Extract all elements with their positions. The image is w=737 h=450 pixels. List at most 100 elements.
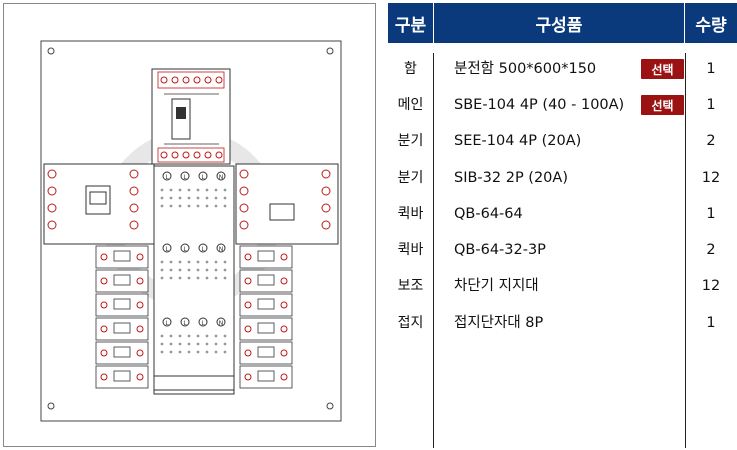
bus-hole — [160, 350, 164, 354]
bus-terminal — [216, 243, 226, 253]
bus-label: L — [165, 246, 169, 253]
bus-hole — [178, 204, 182, 208]
bus-hole — [214, 204, 218, 208]
side-terminal — [239, 169, 249, 179]
bus-hole — [214, 196, 218, 200]
bus-hole — [187, 196, 191, 200]
row-item: SBE-104 4P (40 - 100A) — [454, 97, 625, 113]
side-terminal — [129, 203, 139, 213]
bus-hole — [169, 334, 173, 338]
branch-terminal — [280, 349, 288, 357]
bus-hole — [187, 260, 191, 264]
row-category: 접지 — [397, 315, 424, 331]
header-component: 구성품 — [434, 3, 684, 43]
row-category: 퀵바 — [397, 242, 424, 258]
bus-hole — [169, 268, 173, 272]
bus-terminal — [216, 171, 226, 181]
row-category: 분기 — [397, 170, 424, 186]
branch-terminal — [100, 277, 108, 285]
breaker-toggle — [113, 346, 131, 358]
bus-hole — [160, 260, 164, 264]
header-quantity: 수량 — [685, 3, 737, 43]
bus-hole — [223, 188, 227, 192]
bus-hole — [214, 276, 218, 280]
branch-terminal — [100, 301, 108, 309]
bus-hole — [223, 342, 227, 346]
bus-hole — [205, 350, 209, 354]
bus-hole — [205, 276, 209, 280]
bus-hole — [196, 268, 200, 272]
branch-terminal — [100, 373, 108, 381]
bus-label: L — [165, 174, 169, 181]
branch-terminal — [244, 349, 252, 357]
side-terminal — [321, 186, 331, 196]
side-terminal — [129, 220, 139, 230]
branch-terminal — [136, 301, 144, 309]
row-category: 분기 — [397, 133, 424, 149]
bus-label: L — [183, 320, 187, 327]
bus-terminal — [162, 243, 172, 253]
bus-hole — [160, 334, 164, 338]
column-divider — [433, 53, 434, 448]
bus-hole — [160, 188, 164, 192]
row-category: 메인 — [397, 97, 424, 113]
bus-hole — [214, 350, 218, 354]
bus-hole — [169, 350, 173, 354]
row-quantity: 12 — [701, 170, 721, 186]
bus-hole — [196, 260, 200, 264]
bus-hole — [205, 188, 209, 192]
bus-hole — [160, 268, 164, 272]
bus-terminal — [162, 317, 172, 327]
table-row: 퀵바 QB-64-32-3P 2 — [388, 232, 737, 268]
bus-hole — [187, 276, 191, 280]
bus-terminal — [198, 243, 208, 253]
bus-hole — [160, 204, 164, 208]
branch-terminal — [244, 253, 252, 261]
bus-hole — [214, 260, 218, 264]
bus-hole — [178, 268, 182, 272]
row-item: 분전함 500*600*150 — [454, 61, 597, 77]
table-row: 접지 접지단자대 8P 1 — [388, 305, 737, 341]
bus-hole — [223, 350, 227, 354]
bus-label: N — [219, 320, 224, 327]
branch-terminal — [136, 277, 144, 285]
branch-terminal — [136, 325, 144, 333]
bus-hole — [169, 196, 173, 200]
bus-hole — [223, 196, 227, 200]
bus-hole — [160, 196, 164, 200]
branch-terminal — [100, 253, 108, 261]
row-quantity: 2 — [706, 133, 716, 149]
bus-terminal — [180, 171, 190, 181]
bus-hole — [169, 342, 173, 346]
bus-hole — [196, 334, 200, 338]
row-quantity: 12 — [701, 278, 721, 294]
bus-hole — [169, 188, 173, 192]
branch-terminal — [244, 301, 252, 309]
select-badge[interactable]: 선택 — [641, 59, 684, 79]
row-item: QB-64-64 — [454, 206, 523, 222]
side-terminal — [129, 186, 139, 196]
main-terminal — [204, 76, 212, 84]
breaker-toggle — [113, 298, 131, 310]
bus-hole — [187, 188, 191, 192]
main-terminal — [204, 151, 212, 159]
bus-hole — [178, 188, 182, 192]
breaker-toggle — [113, 250, 131, 262]
bus-label: L — [165, 320, 169, 327]
breaker-toggle — [113, 322, 131, 334]
bus-label: L — [183, 174, 187, 181]
bus-hole — [223, 334, 227, 338]
bus-hole — [178, 334, 182, 338]
bus-terminal — [180, 317, 190, 327]
row-quantity: 1 — [706, 61, 716, 77]
bus-hole — [223, 268, 227, 272]
bus-hole — [169, 276, 173, 280]
select-badge[interactable]: 선택 — [641, 95, 684, 115]
bus-hole — [187, 268, 191, 272]
breaker-toggle — [257, 250, 275, 262]
quick-bar-icon — [153, 165, 235, 395]
row-item: 접지단자대 8P — [454, 315, 544, 331]
bus-hole — [169, 204, 173, 208]
bus-hole — [196, 342, 200, 346]
branch-terminal — [280, 253, 288, 261]
